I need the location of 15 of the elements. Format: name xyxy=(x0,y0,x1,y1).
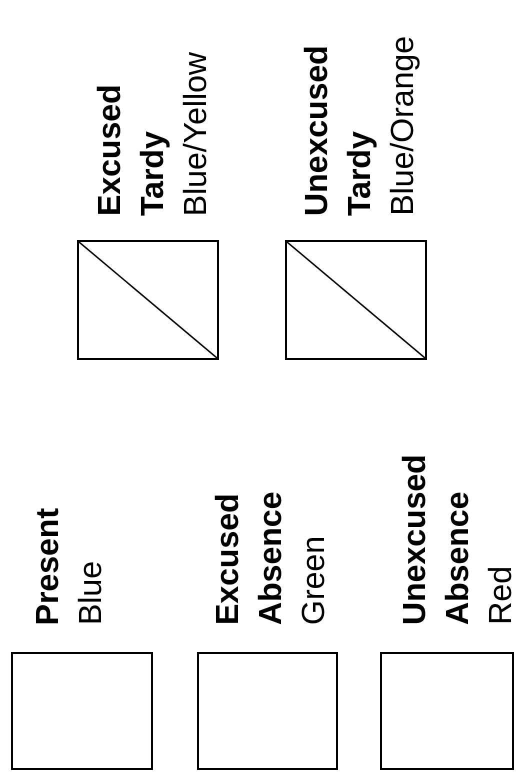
status-heading: Unexcused Absence xyxy=(395,453,476,625)
status-heading: Excused Absence xyxy=(208,490,289,625)
split-marking-box xyxy=(285,240,427,360)
color-note: Blue/Orange xyxy=(383,36,421,216)
color-note: Green xyxy=(294,536,332,625)
status-heading: Excused Tardy xyxy=(90,83,171,216)
color-note: Blue xyxy=(71,560,109,625)
color-note: Blue/Yellow xyxy=(176,52,214,216)
marking-box xyxy=(197,652,338,770)
marking-box xyxy=(380,652,514,770)
color-note: Red xyxy=(481,566,516,625)
status-heading: Unexcused Tardy xyxy=(297,44,378,216)
status-heading: Present xyxy=(28,508,66,625)
split-marking-box xyxy=(77,240,219,360)
marking-box xyxy=(11,652,153,770)
